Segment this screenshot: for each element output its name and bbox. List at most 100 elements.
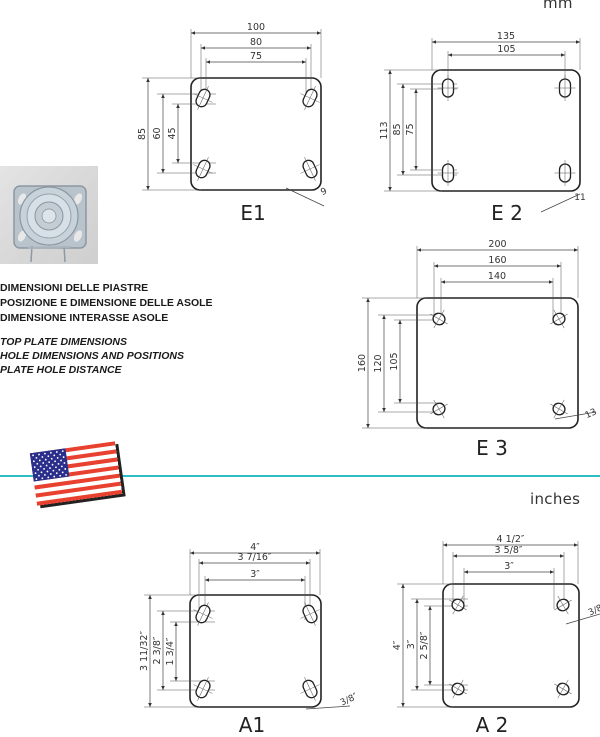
slot-hole — [550, 309, 568, 329]
flag-star — [57, 462, 60, 465]
caption-line: DIMENSIONE INTERASSE ASOLE — [0, 312, 169, 324]
caption-line: DIMENSIONI DELLE PIASTRE — [0, 282, 149, 294]
caption-line: HOLE DIMENSIONS AND POSITIONS — [0, 350, 184, 362]
flag-star — [62, 456, 65, 458]
width-dimension-line-arrow-left — [441, 280, 445, 284]
flag-star — [46, 470, 49, 473]
flag-star — [52, 469, 55, 472]
flag-stripe — [35, 485, 122, 502]
width-dimension-line-arrow-right — [307, 46, 311, 50]
flag-star — [51, 463, 54, 466]
flag-star — [49, 451, 52, 454]
flag-star — [38, 459, 41, 462]
flag-star — [39, 465, 42, 468]
flag-star — [59, 453, 62, 456]
flag-star — [60, 459, 62, 462]
height-dimension-label: 2 3/8″ — [152, 636, 163, 664]
flag-star — [37, 468, 40, 471]
slot-crosshair — [550, 403, 568, 415]
height-dimension-label: 120 — [373, 354, 384, 372]
width-dimension-line-arrow-right — [306, 561, 310, 565]
height-dimension-label: 75 — [405, 123, 416, 135]
plate-outline — [442, 583, 580, 708]
flag-star — [55, 472, 58, 475]
height-dimension-label: 160 — [357, 354, 368, 372]
flag-star — [50, 457, 53, 460]
plate-outline — [189, 594, 322, 708]
width-dimension-line-arrow-right — [576, 40, 580, 44]
plate-outline — [190, 77, 322, 191]
height-dimension-line-arrow-top — [174, 622, 178, 626]
height-dimension-line-arrow-bottom — [161, 169, 165, 173]
height-dimension-line-arrow-top — [382, 315, 386, 319]
flag-star — [44, 452, 46, 455]
height-dimension-label: 2 5/8″ — [419, 631, 430, 659]
flag-star — [47, 476, 50, 479]
flag-star — [38, 474, 40, 477]
flag-canton — [29, 448, 70, 482]
slot-dimension-line — [305, 705, 351, 710]
width-dimension-label: 3 5/8″ — [495, 545, 523, 556]
height-dimension-line-arrow-top — [428, 606, 432, 610]
slot-hole — [193, 86, 213, 110]
height-dimension-label: 105 — [389, 352, 400, 370]
height-dimension-line-arrow-bottom — [401, 171, 405, 175]
us-flag-icon — [29, 441, 123, 506]
flag-stripe — [34, 477, 121, 494]
height-dimension-line-arrow-top — [366, 298, 370, 302]
flag-star — [65, 473, 67, 476]
slot-hole — [430, 399, 448, 419]
height-dimension-line-arrow-bottom — [146, 186, 150, 190]
width-dimension-label: 160 — [488, 255, 506, 266]
height-dimension-line-arrow-top — [146, 78, 150, 82]
italian-caption: DIMENSIONI DELLE PIASTRE POSIZIONE E DIM… — [0, 281, 213, 326]
plate-model-label: E1 — [240, 201, 265, 225]
width-dimension-line-arrow-left — [201, 46, 205, 50]
width-dimension-line-arrow-right — [574, 543, 578, 547]
width-dimension-line-arrow-left — [191, 31, 195, 35]
width-dimension-label: 75 — [250, 51, 262, 62]
flag-star — [63, 462, 66, 464]
height-dimension-line-arrow-top — [398, 320, 402, 324]
width-dimension-label: 140 — [488, 271, 506, 282]
flag-star — [34, 472, 37, 475]
height-dimension-line-arrow-bottom — [382, 408, 386, 412]
plate-model-label: A 2 — [476, 713, 509, 737]
slot-hole — [554, 679, 572, 699]
width-dimension-line-arrow-right — [550, 570, 554, 574]
height-dimension-line-arrow-top — [176, 104, 180, 108]
slot-hole — [437, 160, 459, 186]
flag-star — [54, 460, 56, 463]
caption-line: TOP PLATE DIMENSIONS — [0, 336, 127, 348]
width-dimension-line-arrow-left — [190, 551, 194, 555]
width-dimension-line-arrow-left — [434, 264, 438, 268]
slot-hole — [300, 677, 320, 701]
height-dimension-label: 4″ — [392, 640, 403, 650]
height-dimension-line-arrow-top — [401, 584, 405, 588]
flag-star — [44, 458, 47, 461]
flag-stripe — [35, 481, 122, 498]
section-separator — [0, 475, 600, 477]
height-dimension-line-arrow-top — [414, 89, 418, 93]
flag-star — [41, 477, 44, 480]
slot-crosshair — [304, 602, 316, 626]
width-dimension-line-arrow-left — [464, 570, 468, 574]
width-dimension-line-arrow-left — [453, 554, 457, 558]
plate-outline — [431, 69, 581, 192]
flag-star — [59, 474, 62, 477]
height-dimension-label: 45 — [167, 127, 178, 139]
height-dimension-label: 3 11/32″ — [139, 631, 150, 671]
slot-hole — [449, 595, 467, 615]
width-dimension-line-arrow-right — [549, 280, 553, 284]
height-dimension-line-arrow-bottom — [415, 686, 419, 690]
flag-star — [41, 456, 44, 458]
slot-dimension-line — [565, 613, 600, 625]
width-dimension-line-arrow-right — [557, 264, 561, 268]
height-dimension-label: 113 — [379, 121, 390, 139]
slot-hole — [430, 309, 448, 329]
width-dimension-label: 3 7/16″ — [238, 552, 272, 563]
flag-star — [42, 462, 45, 464]
width-dimension-label: 200 — [488, 239, 506, 250]
slot-crosshair — [449, 599, 467, 611]
